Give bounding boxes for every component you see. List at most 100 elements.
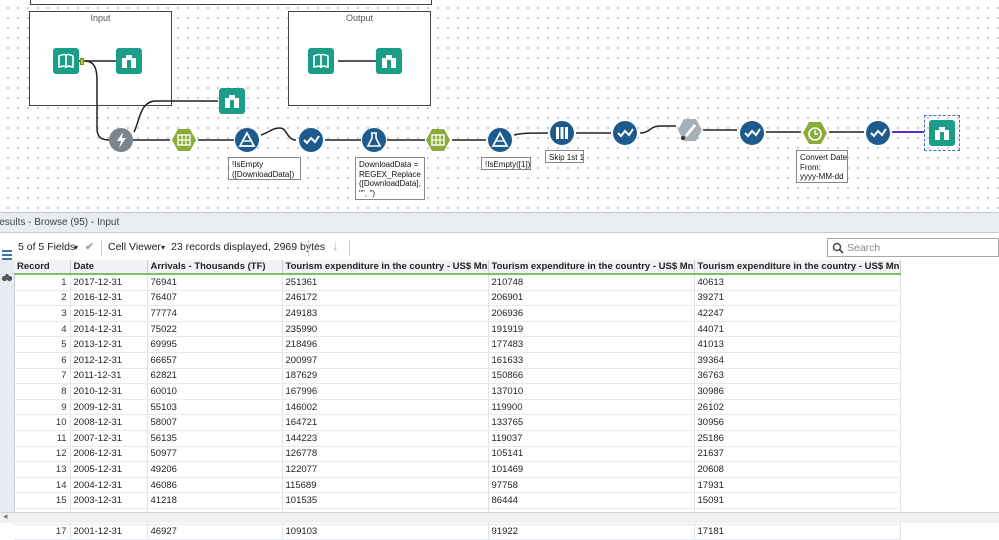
table-cell[interactable]: 150866 bbox=[488, 368, 695, 385]
table-cell[interactable]: 146002 bbox=[282, 399, 489, 416]
table-cell[interactable]: 42247 bbox=[694, 305, 901, 322]
formula-tool-icon[interactable] bbox=[361, 127, 387, 153]
select-tool-icon[interactable] bbox=[612, 120, 638, 146]
table-cell[interactable]: 17931 bbox=[694, 477, 901, 494]
table-cell[interactable]: 46086 bbox=[147, 477, 283, 494]
column-header[interactable]: Date bbox=[70, 260, 148, 275]
record-number-cell[interactable]: 11 bbox=[14, 430, 71, 447]
workflow-canvas[interactable]: Input Output bbox=[0, 0, 999, 210]
cell-viewer-selector[interactable]: Cell Viewer bbox=[108, 241, 161, 253]
record-number-cell[interactable]: 5 bbox=[14, 336, 71, 353]
table-cell[interactable]: 119037 bbox=[488, 430, 695, 447]
table-cell[interactable]: 2009-12-31 bbox=[70, 399, 148, 416]
text-to-columns-tool-icon[interactable] bbox=[425, 127, 451, 153]
table-cell[interactable]: 40613 bbox=[694, 274, 901, 291]
record-number-cell[interactable]: 9 bbox=[14, 399, 71, 416]
table-cell[interactable]: 2008-12-31 bbox=[70, 414, 148, 431]
table-cell[interactable]: 109103 bbox=[282, 524, 489, 540]
record-number-cell[interactable]: 2 bbox=[14, 290, 71, 307]
text-to-columns-tool-icon[interactable] bbox=[171, 127, 197, 153]
table-cell[interactable]: 249183 bbox=[282, 305, 489, 322]
record-number-cell[interactable]: 4 bbox=[14, 321, 71, 338]
table-cell[interactable]: 2011-12-31 bbox=[70, 368, 148, 385]
table-cell[interactable]: 144223 bbox=[282, 430, 489, 447]
table-cell[interactable]: 69995 bbox=[147, 336, 283, 353]
binoculars-icon[interactable] bbox=[1, 271, 13, 283]
table-cell[interactable]: 2001-12-31 bbox=[70, 524, 148, 540]
record-number-cell[interactable]: 10 bbox=[14, 414, 71, 431]
table-cell[interactable]: 36763 bbox=[694, 368, 901, 385]
table-cell[interactable]: 62821 bbox=[147, 368, 283, 385]
table-cell[interactable]: 39364 bbox=[694, 352, 901, 369]
table-cell[interactable]: 2016-12-31 bbox=[70, 290, 148, 307]
macro-tool-icon[interactable] bbox=[108, 127, 134, 153]
select-tool-icon[interactable] bbox=[298, 127, 324, 153]
filter-tool-icon[interactable] bbox=[234, 127, 260, 153]
table-cell[interactable]: 20608 bbox=[694, 461, 901, 478]
table-cell[interactable]: 2003-12-31 bbox=[70, 492, 148, 509]
browse-tool-icon[interactable] bbox=[116, 48, 142, 74]
table-cell[interactable]: 2013-12-31 bbox=[70, 336, 148, 353]
table-cell[interactable]: 50977 bbox=[147, 446, 283, 463]
input-data-tool-icon[interactable] bbox=[53, 48, 79, 74]
chevron-down-icon[interactable]: ▾ bbox=[74, 243, 79, 252]
record-number-cell[interactable]: 15 bbox=[14, 492, 71, 509]
table-cell[interactable]: 2005-12-31 bbox=[70, 461, 148, 478]
table-cell[interactable]: 44071 bbox=[694, 321, 901, 338]
table-cell[interactable]: 30956 bbox=[694, 414, 901, 431]
horizontal-scrollbar[interactable]: ◂ bbox=[0, 511, 999, 523]
table-cell[interactable]: 251361 bbox=[282, 274, 489, 291]
table-cell[interactable]: 2012-12-31 bbox=[70, 352, 148, 369]
search-input[interactable]: Search bbox=[827, 238, 999, 257]
browse-tool-icon[interactable] bbox=[219, 88, 245, 114]
input-data-tool-icon[interactable] bbox=[308, 48, 334, 74]
table-cell[interactable]: 122077 bbox=[282, 461, 489, 478]
table-cell[interactable]: 55103 bbox=[147, 399, 283, 416]
table-cell[interactable]: 235990 bbox=[282, 321, 489, 338]
table-cell[interactable]: 161633 bbox=[488, 352, 695, 369]
table-cell[interactable]: 101469 bbox=[488, 461, 695, 478]
table-cell[interactable]: 77774 bbox=[147, 305, 283, 322]
table-cell[interactable]: 86444 bbox=[488, 492, 695, 509]
table-cell[interactable]: 76407 bbox=[147, 290, 283, 307]
table-cell[interactable]: 2004-12-31 bbox=[70, 477, 148, 494]
table-cell[interactable]: 133765 bbox=[488, 414, 695, 431]
table-cell[interactable]: 177483 bbox=[488, 336, 695, 353]
column-header[interactable]: Record bbox=[14, 260, 71, 275]
arrow-up-icon[interactable]: ↑ bbox=[314, 238, 321, 253]
column-header[interactable]: Arrivals - Thousands (TF) bbox=[147, 260, 283, 275]
table-cell[interactable]: 210748 bbox=[488, 274, 695, 291]
table-cell[interactable]: 2007-12-31 bbox=[70, 430, 148, 447]
table-cell[interactable]: 2014-12-31 bbox=[70, 321, 148, 338]
table-cell[interactable]: 91922 bbox=[488, 524, 695, 540]
table-cell[interactable]: 41013 bbox=[694, 336, 901, 353]
chevron-left-icon[interactable]: ◂ bbox=[3, 511, 8, 521]
table-cell[interactable]: 58007 bbox=[147, 414, 283, 431]
table-cell[interactable]: 2010-12-31 bbox=[70, 383, 148, 400]
table-cell[interactable]: 21637 bbox=[694, 446, 901, 463]
table-cell[interactable]: 137010 bbox=[488, 383, 695, 400]
table-cell[interactable]: 75022 bbox=[147, 321, 283, 338]
table-cell[interactable]: 76941 bbox=[147, 274, 283, 291]
table-cell[interactable]: 105141 bbox=[488, 446, 695, 463]
fields-selector[interactable]: 5 of 5 Fields bbox=[18, 241, 76, 253]
output-anchor[interactable] bbox=[80, 58, 84, 65]
select-tool-icon[interactable] bbox=[865, 120, 891, 146]
table-cell[interactable]: 2017-12-31 bbox=[70, 274, 148, 291]
table-cell[interactable]: 191919 bbox=[488, 321, 695, 338]
table-cell[interactable]: 246172 bbox=[282, 290, 489, 307]
table-cell[interactable]: 60010 bbox=[147, 383, 283, 400]
record-number-cell[interactable]: 17 bbox=[14, 524, 71, 540]
table-cell[interactable]: 119900 bbox=[488, 399, 695, 416]
table-cell[interactable]: 39271 bbox=[694, 290, 901, 307]
input-container[interactable]: Input bbox=[29, 11, 172, 106]
